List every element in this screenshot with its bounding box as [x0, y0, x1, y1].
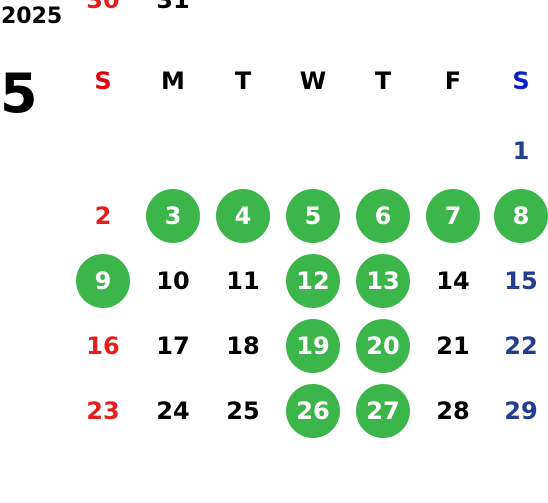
weekday-header-sunday: S	[94, 67, 112, 95]
day-26: 26	[286, 384, 340, 438]
day-5: 5	[286, 189, 340, 243]
day-16: 16	[86, 332, 120, 360]
day-20: 20	[356, 319, 410, 373]
day-11: 11	[226, 267, 260, 295]
day-17: 17	[156, 332, 190, 360]
day-24: 24	[156, 397, 190, 425]
day-21: 21	[436, 332, 470, 360]
day-29: 29	[504, 397, 538, 425]
day-9: 9	[76, 254, 130, 308]
day-28: 28	[436, 397, 470, 425]
weekday-header-wednesday: W	[299, 67, 327, 95]
day-1: 1	[512, 137, 530, 165]
day-27: 27	[356, 384, 410, 438]
day-12: 12	[286, 254, 340, 308]
weekday-header-monday: M	[161, 67, 185, 95]
month-number: 5	[0, 62, 38, 125]
day-22: 22	[504, 332, 538, 360]
day-8: 8	[494, 189, 548, 243]
day-2: 2	[94, 202, 112, 230]
day-31: 31	[156, 0, 190, 14]
day-14: 14	[436, 267, 470, 295]
day-13: 13	[356, 254, 410, 308]
day-3: 3	[146, 189, 200, 243]
day-6: 6	[356, 189, 410, 243]
day-7: 7	[426, 189, 480, 243]
day-19: 19	[286, 319, 340, 373]
year-label: 2025	[1, 4, 63, 29]
weekday-header-tuesday: T	[234, 67, 252, 95]
weekday-header-saturday: S	[512, 67, 530, 95]
weekday-header-thursday: T	[374, 67, 392, 95]
weekday-header-friday: F	[444, 67, 462, 95]
day-10: 10	[156, 267, 190, 295]
day-18: 18	[226, 332, 260, 360]
day-30: 30	[86, 0, 120, 14]
day-23: 23	[86, 397, 120, 425]
day-4: 4	[216, 189, 270, 243]
day-15: 15	[504, 267, 538, 295]
day-25: 25	[226, 397, 260, 425]
